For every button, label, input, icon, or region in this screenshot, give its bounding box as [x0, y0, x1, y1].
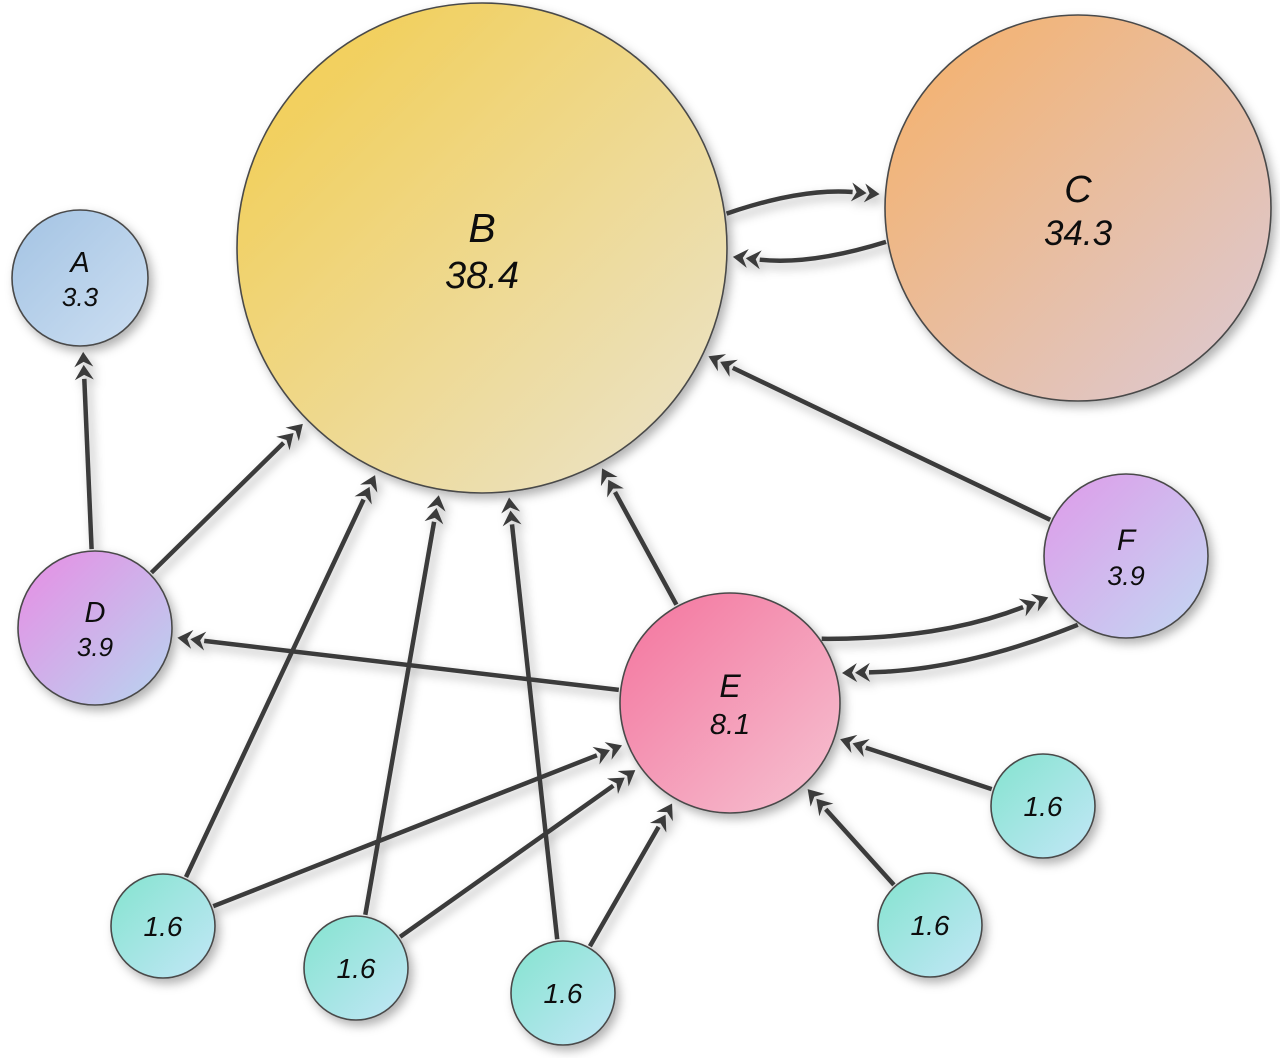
node-layer: A3.3B38.4C34.3D3.9E8.1F3.91.61.61.61.61.…	[11, 2, 1272, 1046]
node-E-label: E	[719, 668, 741, 704]
node-K: 1.6	[990, 753, 1096, 859]
node-A-circle	[11, 209, 149, 347]
node-B-label: B	[468, 205, 495, 251]
node-F-label: F	[1117, 524, 1137, 557]
node-A-value: 3.3	[62, 282, 99, 312]
node-K-value: 1.6	[1024, 791, 1063, 822]
node-E-circle	[619, 592, 841, 814]
node-C-circle	[884, 14, 1272, 402]
edge-F-E	[842, 622, 1079, 683]
node-A: A3.3	[11, 209, 149, 347]
node-G-circle	[110, 873, 216, 979]
node-H-circle	[303, 915, 409, 1021]
node-F-circle	[1043, 473, 1209, 639]
edge-H-E	[398, 770, 636, 939]
node-H-value: 1.6	[337, 953, 376, 984]
edge-K-E	[840, 734, 993, 792]
node-J-circle	[877, 872, 983, 978]
node-D-circle	[17, 550, 173, 706]
node-E-value: 8.1	[710, 709, 750, 741]
edge-E-F	[821, 593, 1049, 642]
edge-E-D	[177, 630, 620, 693]
edge-F-B	[708, 354, 1052, 522]
node-A-label: A	[68, 247, 89, 279]
node-H: 1.6	[303, 915, 409, 1021]
node-I: 1.6	[510, 940, 616, 1046]
node-F-value: 3.9	[1107, 561, 1145, 591]
node-C-label: C	[1064, 169, 1092, 211]
node-E: E 8.1	[619, 592, 841, 814]
edge-layer	[74, 182, 1079, 948]
node-G: 1.6	[110, 873, 216, 979]
edge-B-C	[725, 182, 880, 216]
node-I-value: 1.6	[544, 978, 583, 1009]
node-D-value: 3.9	[77, 632, 113, 662]
node-G-value: 1.6	[144, 911, 183, 942]
node-J-value: 1.6	[911, 910, 950, 941]
node-B: B38.4	[236, 2, 728, 494]
edge-J-E	[807, 789, 896, 887]
node-K-circle	[990, 753, 1096, 859]
edge-D-B	[149, 423, 303, 575]
edge-I-B	[501, 497, 560, 940]
node-I-circle	[510, 940, 616, 1046]
node-C: C34.3	[884, 14, 1272, 402]
node-F: F 3.9	[1043, 473, 1209, 639]
edge-G-B	[183, 475, 378, 879]
edge-H-B	[363, 495, 446, 916]
node-B-value: 38.4	[445, 255, 519, 297]
edge-E-B	[600, 468, 679, 606]
edge-C-B	[732, 239, 887, 270]
node-J: 1.6	[877, 872, 983, 978]
node-D-label: D	[85, 597, 106, 629]
edge-G-E	[212, 742, 623, 909]
node-C-value: 34.3	[1044, 214, 1113, 253]
node-B-circle	[236, 2, 728, 494]
edge-D-A	[74, 351, 94, 550]
edge-I-E	[587, 803, 673, 948]
node-D: D3.9	[17, 550, 173, 706]
